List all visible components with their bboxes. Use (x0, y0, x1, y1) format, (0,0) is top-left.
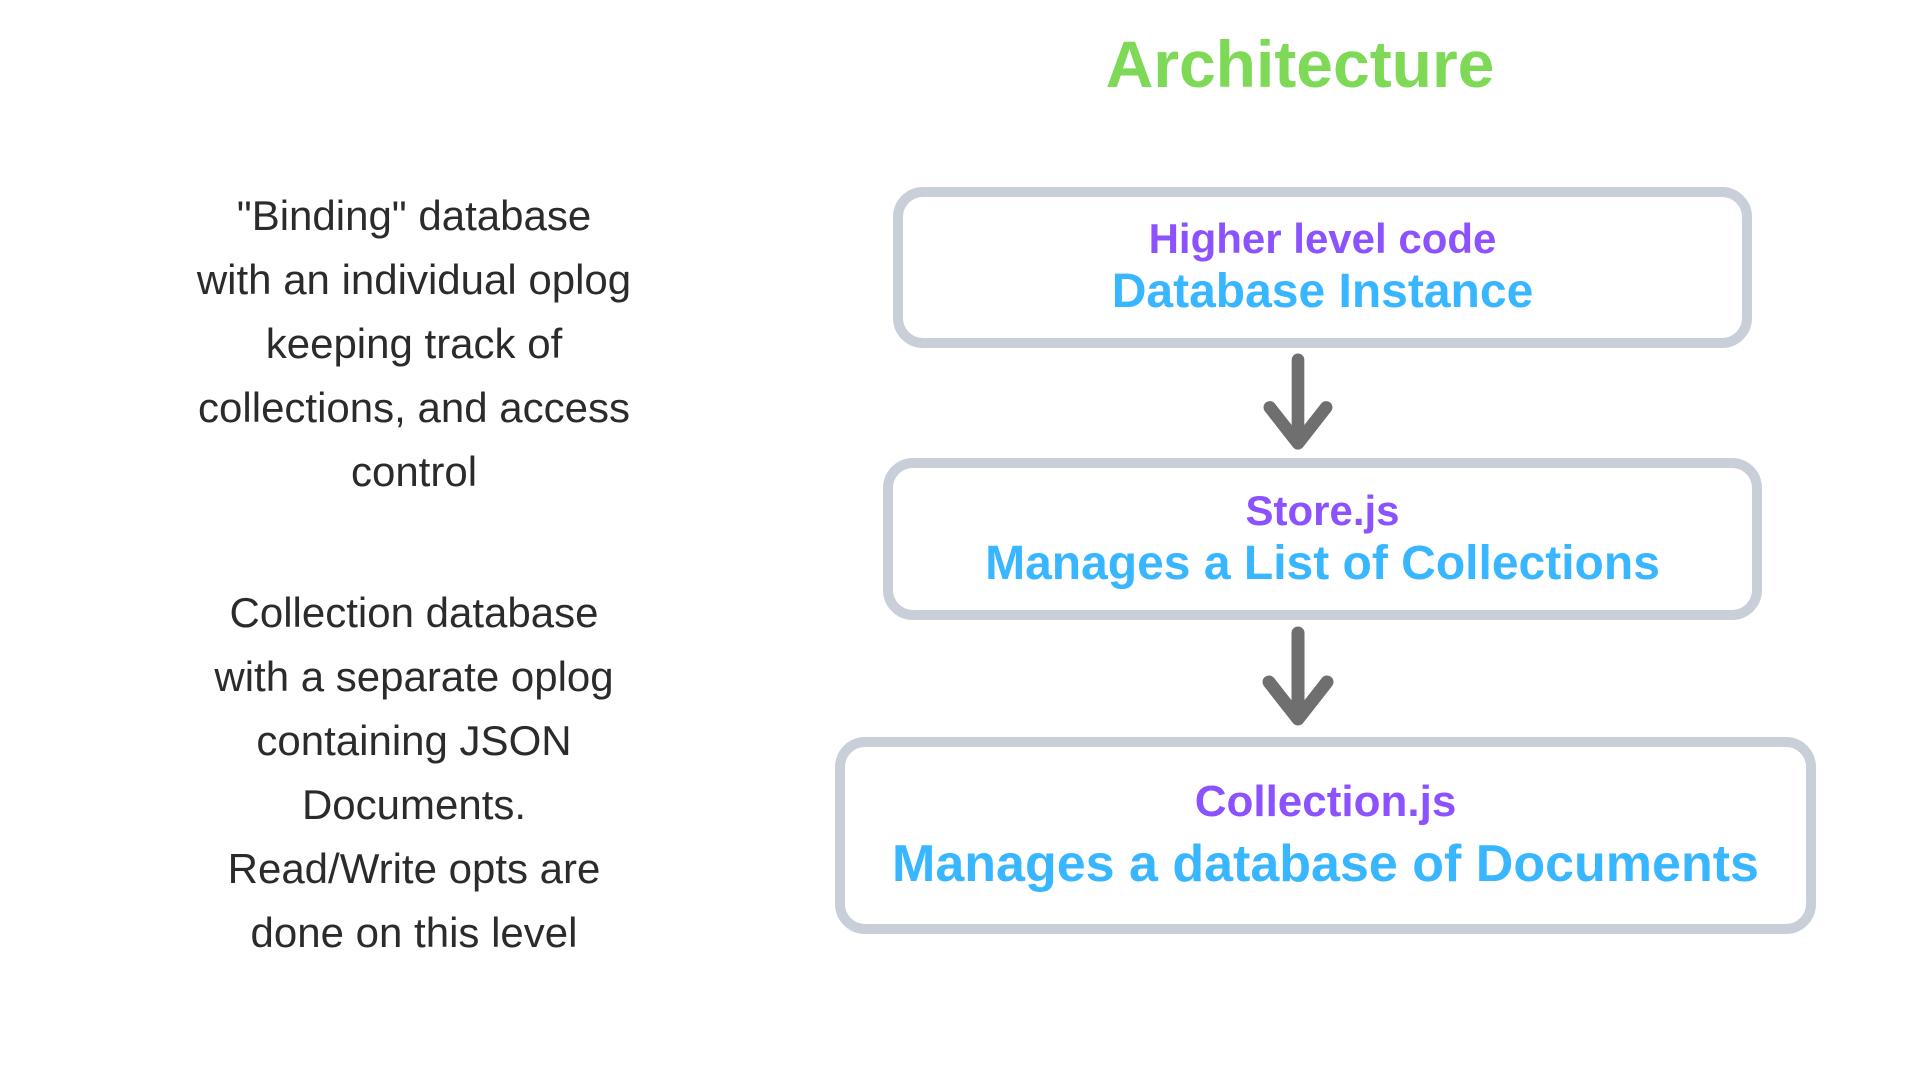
down-arrow-icon (1258, 353, 1338, 454)
note-line: with a separate oplog (214, 653, 614, 700)
note-line: done on this level (250, 909, 578, 956)
note-line: Read/Write opts are (227, 845, 601, 892)
box-subtitle: Higher level code (1148, 215, 1497, 262)
box-title: Database Instance (1111, 265, 1534, 319)
diagram-box-store-js: Store.js Manages a List of Collections (883, 458, 1762, 620)
note-line: keeping track of (265, 320, 563, 367)
note-line: "Binding" database (236, 192, 592, 239)
note-line: Documents. (301, 781, 527, 828)
diagram-box-collection-js: Collection.js Manages a database of Docu… (835, 737, 1816, 934)
page-title: Architecture (1105, 27, 1495, 101)
note-collection-database: Collection database with a separate oplo… (114, 581, 714, 965)
note-line: collections, and access (198, 384, 630, 431)
box-subtitle: Collection.js (1194, 776, 1457, 826)
note-binding-database: "Binding" database with an individual op… (114, 184, 714, 504)
diagram-box-database-instance: Higher level code Database Instance (893, 187, 1752, 348)
note-line: with an individual oplog (196, 256, 632, 303)
box-title: Manages a List of Collections (985, 536, 1660, 590)
note-line: Collection database (229, 589, 599, 636)
note-line: control (350, 448, 478, 495)
box-subtitle: Store.js (1245, 486, 1400, 534)
down-arrow-icon (1258, 623, 1338, 733)
box-title: Manages a database of Documents (892, 835, 1759, 894)
note-line: containing JSON (256, 717, 572, 764)
